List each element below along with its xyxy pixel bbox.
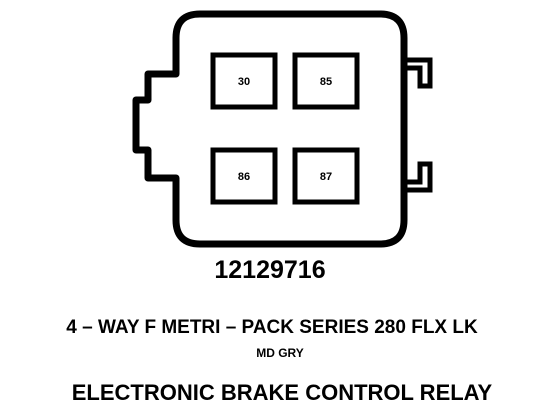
component-name: ELECTRONIC BRAKE CONTROL RELAY [71,380,493,405]
pin-label-85: 85 [320,76,332,88]
terminal-cavity-3: 86 [210,147,278,205]
part-number: 12129716 [214,256,326,284]
lower-latch-tab [404,161,433,193]
connector-description: 4 – WAY F METRI – PACK SERIES 280 FLX LK [66,317,478,338]
connector-housing [132,10,408,248]
terminal-cavity-1: 30 [210,52,278,110]
connector-color: MD GRY [256,346,304,360]
pin-label-30: 30 [238,76,250,88]
terminal-cavity-2: 85 [292,52,360,110]
pin-label-87: 87 [320,171,332,183]
upper-latch-tab [404,57,433,89]
pin-label-86: 86 [238,171,250,183]
terminal-cavity-4: 87 [292,147,360,205]
